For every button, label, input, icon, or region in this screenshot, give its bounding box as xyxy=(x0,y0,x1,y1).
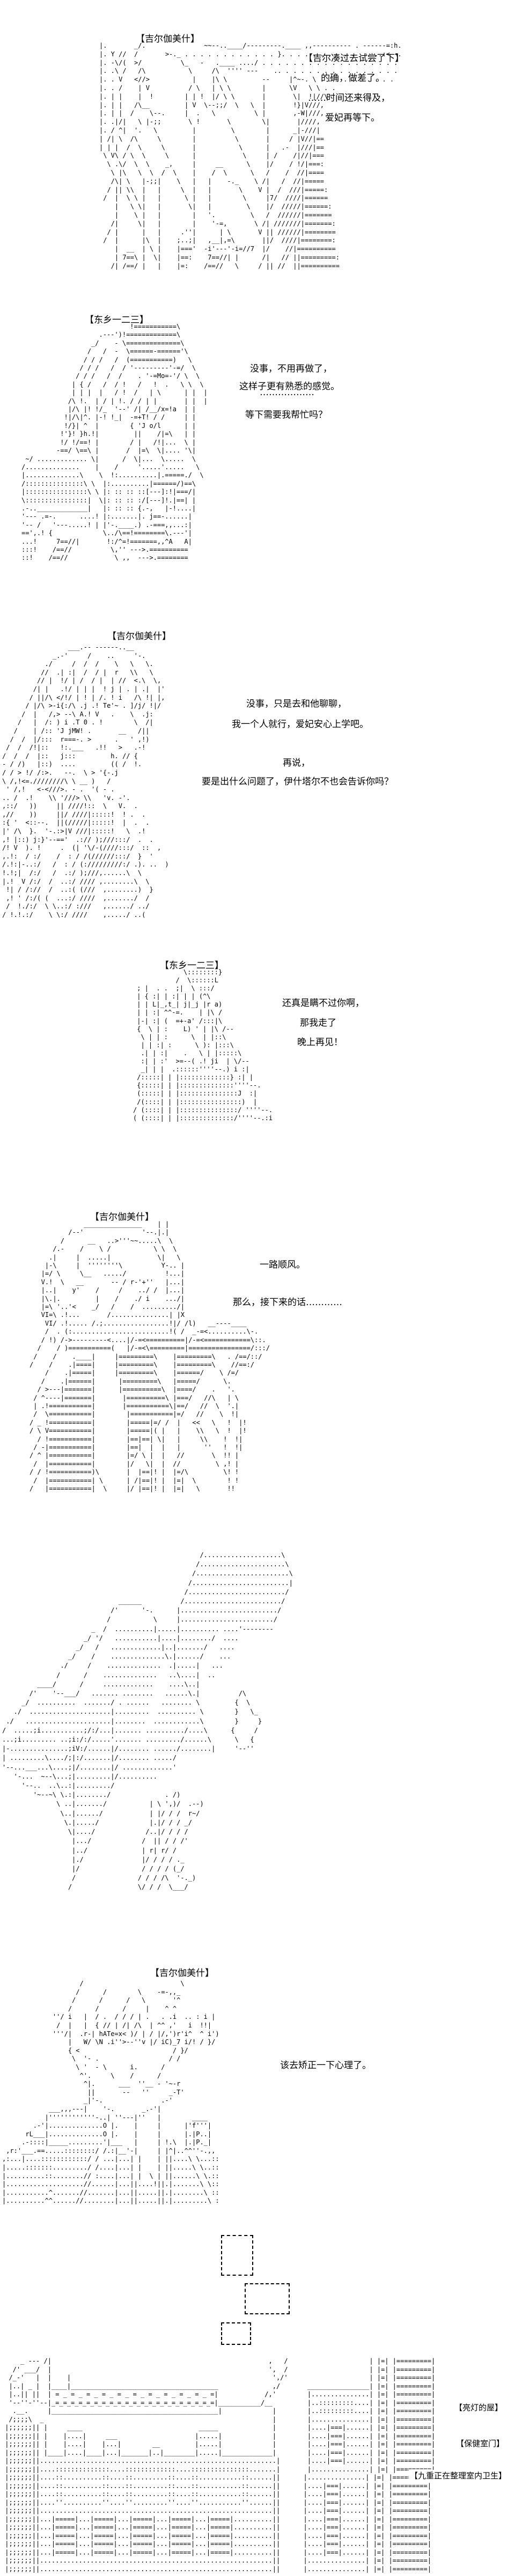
panel-7-ascii-art: / \ / / \ -=-,,_ / / / \ '^ / / / | ^ ^ … xyxy=(2,1980,219,2205)
panel-4-dialogue-line: 那我走了 xyxy=(300,1018,336,1028)
panel-5-dialogue-line: 那么，接下来的话………… xyxy=(233,1297,342,1308)
panel-7-speaker-label: 【吉尔伽美什】 xyxy=(150,1968,214,1979)
empty-panel-box-1 xyxy=(221,2235,253,2276)
panel-2-speaker-label: 【东乡一二三】 xyxy=(85,315,149,325)
panel-8-ascii-art-cityscape: _ --- /| , / | |=| |=========| /' ___/ |… xyxy=(5,2357,436,2573)
panel-3-ascii-art: ___.-- ------..__ _.-' / .. '-. ./ / / /… xyxy=(2,643,169,919)
panel-2-dialogue-line: 等下需要我帮忙吗？ xyxy=(245,410,327,420)
panel-2-ascii-art: !===========\ .---')!=============\ _/ -… xyxy=(21,323,208,562)
empty-panel-box-3 xyxy=(221,2322,251,2345)
panel-4-dialogue-line: 晚上再见！ xyxy=(297,1037,343,1048)
panel-4-dialogue-line: 还真是瞒不过你啊， xyxy=(282,998,364,1009)
panel-3-dialogue-line: 再说， xyxy=(283,758,310,768)
panel-5-dialogue-line: 一路顺风。 xyxy=(260,1260,305,1270)
panel-3-dialogue-line: 没事，只是去和他聊聊， xyxy=(246,699,347,709)
panel-1-dialogue-line: 爱妃再等下。 xyxy=(325,113,380,123)
panel-1-narration: 【吉尔凑过去试尝了下】 xyxy=(304,53,404,64)
panel-5-speaker-label: 【吉尔伽美什】 xyxy=(90,1212,154,1223)
panel-7-dialogue-line: 该去矫正一下心理了。 xyxy=(280,2060,371,2071)
panel-3-dialogue-line: 要是出什么问题了，伊什塔尔不也会告诉你吗？ xyxy=(202,776,393,787)
panel-1-speaker-label: 【吉尔伽美什】 xyxy=(136,34,200,45)
panel-5-ascii-art: _______________ | | /--' '--.|.| / __ ..… xyxy=(30,1220,270,1492)
panel-4-speaker-label: 【东乡一二三】 xyxy=(160,960,224,971)
panel-6-ascii-art-arm: /....................\ /................… xyxy=(2,1551,293,1891)
panel-3-speaker-label: 【吉尔伽美什】 xyxy=(107,631,171,642)
scene-label-lit-room: 【亮灯的屋】 xyxy=(453,2402,504,2413)
scene-label-infirmary-door: 【保健室门】 xyxy=(455,2438,506,2449)
panel-1-dialogue-line: ……时间还来得及， xyxy=(308,93,390,103)
panel-2-dialogue-line: 这样子更有熟悉的感觉。 xyxy=(239,381,340,392)
scene-label-cleaning-note: 【九重正在整理室内卫生】 xyxy=(409,2470,507,2481)
panel-1-ascii-art: |. _/. ~~--..____/---------.____ ,,-----… xyxy=(99,42,402,270)
panel-2-dialogue-line: 没事，不用再做了， xyxy=(250,364,332,374)
panel-3-dialogue-line: 我一个人就行，爱妃安心上学吧。 xyxy=(232,719,369,730)
panel-4-ascii-art: \::::::::} / \::::::L ; | . . ;| \ :::/ … xyxy=(133,968,273,1122)
panel-2-dialogue-ellipsis: ……………… xyxy=(260,387,314,398)
panel-1-dialogue-line: 的确，做差了。 xyxy=(321,73,385,84)
empty-panel-box-2 xyxy=(245,2283,290,2314)
